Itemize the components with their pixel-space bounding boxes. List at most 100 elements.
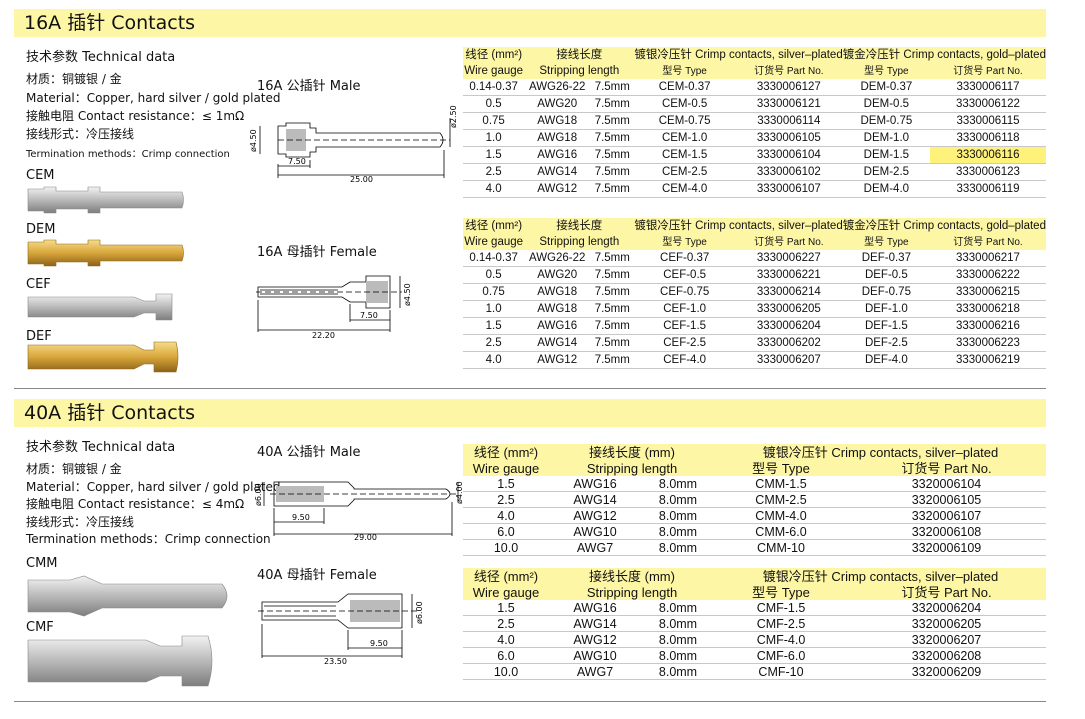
code-label-cmm: CMM — [26, 556, 58, 571]
table-cell: AWG20 — [524, 266, 591, 284]
spec-termination-cn-40a: 接线形式：冷压接线 — [26, 515, 135, 529]
header-part: 订货号 Part No. — [847, 460, 1046, 476]
table-cell: CEF-0.37 — [634, 250, 735, 267]
table-cell: DEF-0.75 — [842, 283, 930, 301]
header-strip-cn: 接线长度 — [524, 47, 635, 63]
table-cell: CEF-1.0 — [634, 300, 735, 318]
table-cell: CMM-6.0 — [715, 523, 847, 540]
table-cell: 8.0mm — [641, 507, 715, 524]
code-label-dem: DEM — [26, 222, 56, 237]
table-cell: 3330006123 — [929, 163, 1046, 181]
table-cell: AWG12 — [524, 180, 591, 198]
female-drawing-16a: 7.50 22.20 ø4.50 — [256, 275, 412, 340]
header-strip-cn: 接线长度 (mm) — [549, 444, 715, 460]
table-cell: 1.5 — [463, 476, 549, 492]
pin-image-cmm — [27, 575, 228, 617]
table-cell: CEF-4.0 — [634, 351, 735, 369]
table-cell: AWG14 — [549, 491, 641, 508]
table-cell: DEM-1.5 — [842, 146, 930, 164]
table-cell: CEF-1.5 — [634, 317, 735, 335]
table-cell: 7.5mm — [590, 317, 635, 335]
table-cell: CMM-2.5 — [715, 491, 847, 508]
female-drawing-40a: 9.50 23.50 ø6.00 — [258, 593, 424, 666]
table-cell: DEF-4.0 — [842, 351, 930, 369]
pin-image-cef — [27, 293, 173, 321]
table-40a-female: 线径 (mm²) 接线长度 (mm) 镀银冷压针 Crimp contacts,… — [463, 568, 1046, 680]
table-cell: AWG18 — [524, 283, 591, 301]
header-type: 型号 Type — [842, 234, 930, 250]
table-cell: AWG20 — [524, 95, 591, 113]
table-cell: 1.5 — [463, 317, 525, 335]
table-cell: CEM-0.5 — [634, 95, 735, 113]
table-cell: 7.5mm — [590, 180, 635, 198]
table-cell: 3320006207 — [847, 631, 1046, 648]
table-cell: 2.5 — [463, 334, 525, 352]
table-cell: 3330006215 — [929, 283, 1046, 301]
code-label-def: DEF — [26, 329, 52, 344]
header-wire-cn: 线径 (mm²) — [463, 218, 525, 234]
table-cell: 0.75 — [463, 283, 525, 301]
spec-title-40a: 技术参数 Technical data — [26, 440, 176, 455]
code-label-cef: CEF — [26, 277, 51, 292]
table-cell: AWG10 — [549, 647, 641, 664]
table-cell: 0.5 — [463, 266, 525, 284]
table-cell: 7.5mm — [590, 334, 635, 352]
table-cell: 8.0mm — [641, 631, 715, 648]
table-cell: 3330006102 — [734, 163, 843, 181]
table-cell: DEM-2.5 — [842, 163, 930, 181]
table-cell: 0.14-0.37 — [463, 79, 525, 96]
table-cell: 3320006108 — [847, 523, 1046, 540]
table-cell: 3330006119 — [929, 180, 1046, 198]
table-cell: CMM-10 — [715, 539, 847, 556]
table-cell: AWG26-22 — [524, 250, 591, 267]
table-cell: 3330006205 — [734, 300, 843, 318]
header-wire-en: Wire gauge — [463, 234, 525, 250]
header-strip-en: Stripping length — [549, 584, 715, 600]
male-16a-dim-l2: 25.00 — [350, 175, 373, 184]
header-wire-en: Wire gauge — [463, 584, 549, 600]
male-title-40a: 40A 公插针 Male — [257, 445, 361, 460]
table-cell: AWG16 — [549, 600, 641, 616]
header-wire-cn: 线径 (mm²) — [463, 444, 549, 460]
table-cell: 7.5mm — [590, 283, 635, 301]
header-silver: 镀银冷压针 Crimp contacts, silver–plated — [634, 218, 843, 234]
header-silver: 镀银冷压针 Crimp contacts, silver–plated — [715, 444, 1046, 460]
table-cell: AWG14 — [549, 615, 641, 632]
table-cell: AWG18 — [524, 300, 591, 318]
header-type: 型号 Type — [842, 63, 930, 79]
table-cell: CMF-10 — [715, 663, 847, 680]
female-title-40a: 40A 母插针 Female — [257, 568, 377, 583]
section-divider — [14, 388, 1046, 389]
table-cell: CEM-2.5 — [634, 163, 735, 181]
female-40a-dim-l2: 23.50 — [324, 657, 347, 666]
table-cell: AWG18 — [524, 129, 591, 147]
table-cell: CEF-2.5 — [634, 334, 735, 352]
table-cell: 3330006117 — [929, 79, 1046, 96]
male-40a-dim-l1: 9.50 — [292, 513, 310, 522]
table-cell: 3330006105 — [734, 129, 843, 147]
section-16a-banner: 16A 插针 Contacts — [14, 9, 1046, 37]
header-part: 订货号 Part No. — [734, 63, 843, 79]
header-strip-cn: 接线长度 — [524, 218, 635, 234]
table-cell: 1.5 — [463, 146, 525, 164]
table-cell: 3330006107 — [734, 180, 843, 198]
male-title-16a: 16A 公插针 Male — [257, 79, 361, 94]
table-cell: CMF-1.5 — [715, 600, 847, 616]
table-40a-male: 线径 (mm²) 接线长度 (mm) 镀银冷压针 Crimp contacts,… — [463, 444, 1046, 556]
table-cell: CMM-4.0 — [715, 507, 847, 524]
